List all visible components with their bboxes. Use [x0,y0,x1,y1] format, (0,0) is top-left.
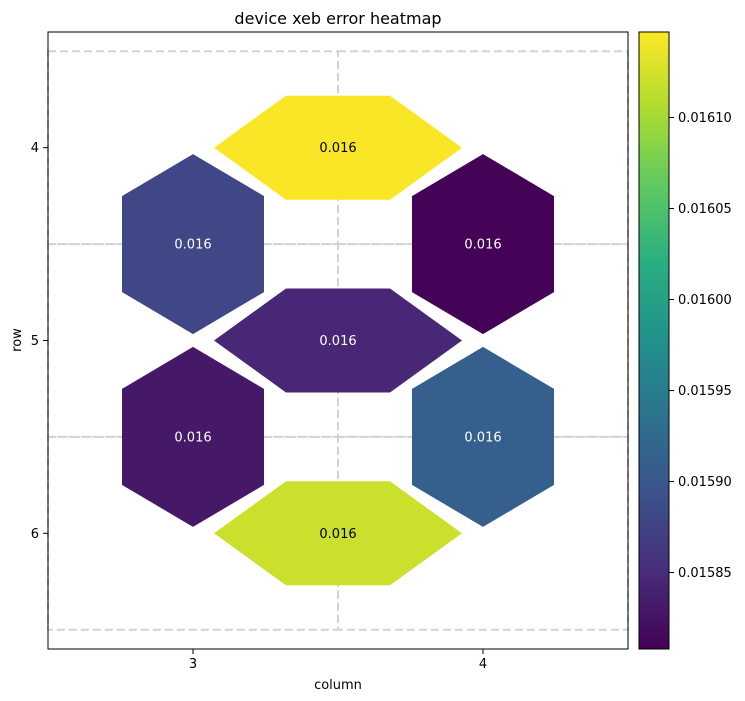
y-tick-label: 6 [31,527,39,542]
x-axis-label: column [314,678,362,693]
heatmap-cell [122,346,264,527]
heatmap-cell [122,154,264,335]
cell-value-label: 0.016 [464,238,501,253]
chart-title: device xeb error heatmap [234,9,441,28]
colorbar-tick-label: 0.01595 [678,384,732,399]
cell-value-label: 0.016 [319,141,356,156]
x-tick-label: 3 [189,657,197,672]
y-tick-label: 4 [31,141,39,156]
colorbar-tick-label: 0.01590 [678,475,732,490]
colorbar-tick-label: 0.01610 [678,111,732,126]
colorbar-tick-label: 0.01605 [678,202,732,217]
cell-value-label: 0.016 [319,334,356,349]
heatmap-cell [214,288,462,393]
heatmap-cell [412,154,554,335]
colorbar-ticks: 0.01585 0.01590 0.01595 0.01600 0.01605 0.016… [669,111,732,581]
y-tick-label: 5 [31,334,39,349]
cell-value-label: 0.016 [174,238,211,253]
heatmap-cell [214,481,462,586]
cell-value-label: 0.016 [319,527,356,542]
y-axis-label: row [10,328,25,352]
heatmap-cell-labels: 0.016 0.016 0.016 0.016 0.016 0.016 0.016 [174,141,501,542]
heatmap-cells [122,95,554,586]
y-axis-ticks: 4 5 6 [31,141,48,542]
colorbar-tick-label: 0.01585 [678,566,732,581]
cell-value-label: 0.016 [174,430,211,445]
colorbar-tick-label: 0.01600 [678,293,732,308]
cell-value-label: 0.016 [464,430,501,445]
heatmap-cell [412,346,554,527]
x-tick-label: 4 [479,657,487,672]
heatmap-cell [214,95,462,200]
colorbar [638,31,670,650]
